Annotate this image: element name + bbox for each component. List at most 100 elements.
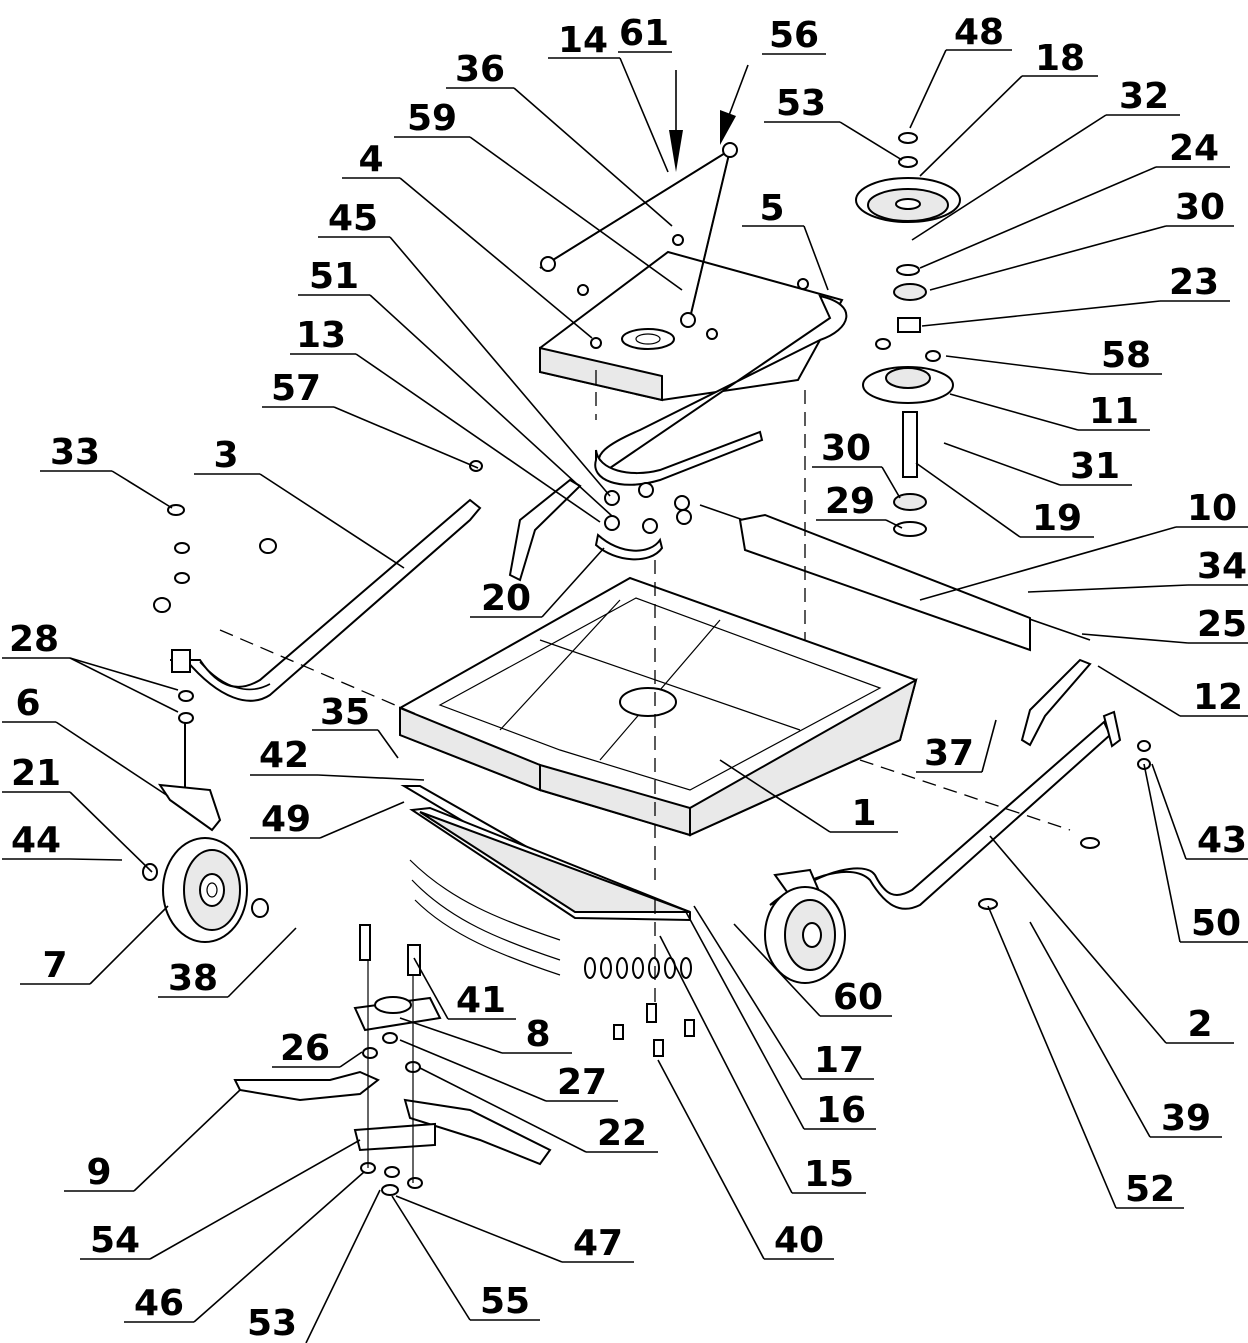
leader-segment <box>911 114 1107 241</box>
leader-line-13 <box>290 353 601 523</box>
leader-segment <box>541 547 605 618</box>
callout-46: 46 <box>134 1283 184 1324</box>
parts-drawing <box>142 64 1151 1196</box>
callout-55: 55 <box>480 1281 530 1322</box>
leader-segment <box>399 1017 503 1054</box>
leader-lines <box>2 49 1248 1343</box>
leader-line-26 <box>272 1051 363 1068</box>
leader-segment <box>69 791 153 873</box>
callout-53-bottom: 53 <box>247 1303 297 1343</box>
callout-56: 56 <box>769 15 819 56</box>
callout-37: 37 <box>924 733 974 774</box>
leader-segment <box>133 1089 241 1192</box>
leader-segment <box>619 57 669 173</box>
leader-segment <box>513 87 673 227</box>
leader-segment <box>1151 763 1187 860</box>
callout-27: 27 <box>557 1062 607 1103</box>
callout-36: 36 <box>455 49 505 90</box>
callout-7: 7 <box>42 945 67 986</box>
callout-45: 45 <box>328 198 378 239</box>
leader-line-7 <box>20 905 169 985</box>
leader-segment <box>339 1051 363 1068</box>
leader-segment <box>419 1067 587 1153</box>
leader-line-28 <box>2 657 179 713</box>
leader-line-41 <box>413 957 516 1020</box>
leader-line-14 <box>548 57 669 173</box>
leader-line-10 <box>919 526 1248 601</box>
callout-12: 12 <box>1193 677 1243 718</box>
leader-segment <box>919 166 1157 269</box>
leader-segment <box>317 774 425 781</box>
leader-line-1 <box>719 759 898 833</box>
leader-line-51 <box>298 294 613 517</box>
leader-line-33 <box>40 470 173 509</box>
leader-segment <box>981 719 997 773</box>
callout-50: 50 <box>1191 903 1241 944</box>
leader-line-6 <box>2 721 169 797</box>
callout-25: 25 <box>1197 604 1247 645</box>
leader-segment <box>259 473 405 569</box>
callout-57: 57 <box>271 368 321 409</box>
callout-30-mid: 30 <box>821 428 871 469</box>
leader-line-23 <box>921 300 1230 327</box>
callout-33: 33 <box>50 432 100 473</box>
leader-line-4 <box>342 177 593 339</box>
leader-segment <box>377 729 399 759</box>
callout-42: 42 <box>259 735 309 776</box>
leader-line-32 <box>911 114 1180 241</box>
leader-line-17 <box>693 905 874 1080</box>
leader-segment <box>319 801 405 839</box>
callout-51: 51 <box>309 256 359 297</box>
leader-line-60 <box>733 923 892 1017</box>
leader-line-34 <box>1027 584 1248 593</box>
leader-line-21 <box>2 791 153 873</box>
leader-segment <box>389 236 611 497</box>
leader-segment <box>413 957 449 1020</box>
leader-line-30 <box>812 466 901 499</box>
leader-segment <box>1097 665 1181 717</box>
callout-43: 43 <box>1197 820 1247 861</box>
leader-line-45 <box>318 236 611 497</box>
leader-line-35 <box>312 729 399 759</box>
leader-line-30 <box>929 225 1234 291</box>
leader-line-12 <box>1097 665 1248 717</box>
leader-segment <box>355 353 601 523</box>
leader-segment <box>839 121 903 161</box>
callout-21: 21 <box>11 753 61 794</box>
leader-segment <box>1143 763 1181 943</box>
leader-segment <box>657 1059 765 1260</box>
callout-14: 14 <box>558 20 608 61</box>
callout-1: 1 <box>851 793 876 834</box>
callout-39: 39 <box>1161 1098 1211 1139</box>
leader-segment <box>803 225 829 291</box>
callout-54: 54 <box>90 1220 140 1261</box>
leader-segment <box>1029 921 1151 1138</box>
leader-line-9 <box>64 1089 241 1192</box>
leader-segment <box>733 923 821 1017</box>
leader-segment <box>693 905 803 1080</box>
leader-segment <box>391 1195 471 1321</box>
leader-segment <box>915 462 1021 538</box>
leader-line-16 <box>685 911 876 1130</box>
callout-52: 52 <box>1125 1169 1175 1210</box>
leader-line-57 <box>262 406 479 469</box>
leader-line-29 <box>816 519 903 529</box>
leader-segment <box>1027 584 1189 593</box>
leader-line-58 <box>945 355 1162 375</box>
callout-31: 31 <box>1070 446 1120 487</box>
leader-line-25 <box>1081 633 1248 644</box>
callout-44: 44 <box>11 820 61 861</box>
callout-3: 3 <box>213 435 238 476</box>
leader-line-22 <box>419 1067 658 1153</box>
callout-40: 40 <box>774 1220 824 1261</box>
leader-line-5 <box>742 225 829 291</box>
leader-segment <box>369 294 613 517</box>
leader-line-38 <box>158 927 297 998</box>
leader-segment <box>919 75 1023 177</box>
callout-19: 19 <box>1032 498 1082 539</box>
callout-47: 47 <box>573 1223 623 1264</box>
leader-segment <box>1081 633 1189 644</box>
leader-segment <box>111 470 173 509</box>
leader-segment <box>193 1171 365 1323</box>
